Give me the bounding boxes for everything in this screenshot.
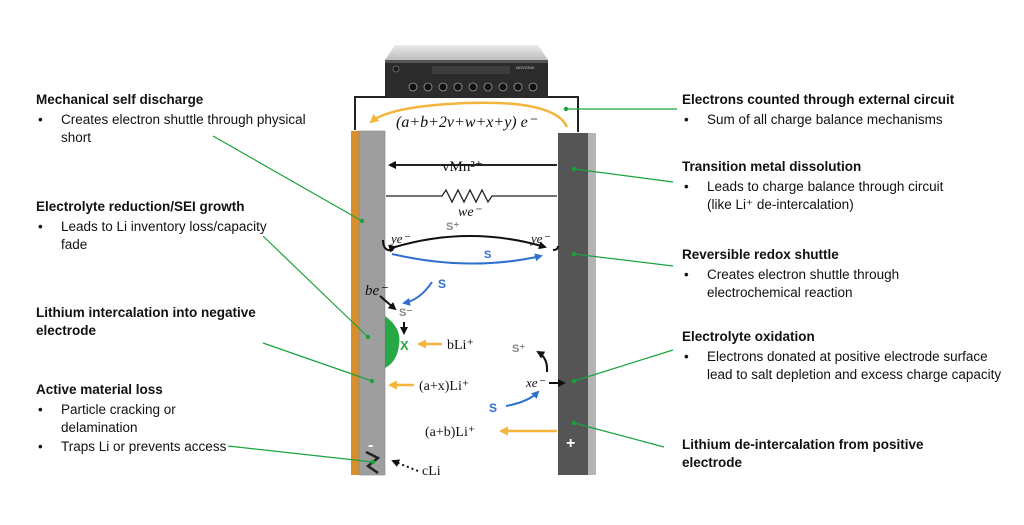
copper-current-collector [351,131,359,475]
callout-active-material-loss: Active material loss Particle cracking o… [36,381,276,456]
callout-lithium-intercalation: Lithium intercalation into negative elec… [36,304,301,340]
callout-title: Electrolyte reduction/SEI growth [36,199,245,214]
resistor-label: we⁻ [458,205,483,220]
shuttle-s-arrow [391,253,543,265]
external-electron-arrow [369,101,569,128]
s-blue-arrow-right [505,390,540,407]
shuttle-electron-arrow [388,235,547,253]
callout-bullet: Creates electron shuttle through physica… [36,111,326,147]
s-plus-right-label: S⁺ [512,343,525,355]
be-label: be⁻ [365,283,388,299]
s-minus-label: S⁻ [399,307,412,319]
callout-external-circuit: Electrons counted through external circu… [682,91,1012,129]
callout-electrolyte-oxidation: Electrolyte oxidation Electrons donated … [682,328,1012,384]
callout-title: Lithium intercalation into negative elec… [36,305,256,338]
resistor-short [386,188,557,204]
cli-label: cLi [422,464,441,479]
ye-left-label: ye⁻ [389,231,411,246]
sei-layer [385,316,400,368]
callout-transition-metal-dissolution: Transition metal dissolution Leads to ch… [682,158,1002,214]
bli-label: bLi⁺ [447,338,474,353]
aluminum-current-collector [588,133,596,475]
callout-bullet: Particle cracking or delamination [36,401,221,437]
callout-title: Transition metal dissolution [682,159,862,174]
positive-electrode [558,133,588,475]
be-arrow [379,295,397,311]
callout-title: Electrolyte oxidation [682,329,815,344]
negative-electrode [358,130,386,476]
callout-title: Electrons counted through external circu… [682,92,955,107]
s-blue-right-label: S [489,401,497,415]
s-plus-right-arrow [536,350,549,373]
s-mid-label: S [484,249,491,261]
external-circuit-wires [354,96,579,132]
s-blue-left-label: S [438,277,446,291]
battery-cycler-device: NOVONIX [385,45,548,98]
callout-mechanical-self-discharge: Mechanical self discharge Creates electr… [36,91,326,147]
callout-title: Reversible redox shuttle [682,247,839,262]
callout-bullet: Electrons donated at positive electrode … [682,348,1012,384]
s-plus-top-label: S⁺ [446,221,459,233]
device-brand: NOVONIX [516,65,535,70]
cli-arrow [391,459,419,472]
callout-bullet: Leads to Li inventory loss/capacity fade [36,218,296,254]
s-blue-arrow-left [402,281,433,306]
channel-ports [408,82,538,92]
callout-reversible-redox-shuttle: Reversible redox shuttle Creates electro… [682,246,1002,302]
minus-terminal: - [368,437,373,454]
external-current-label: (a+b+2v+w+x+y) e⁻ [396,114,538,131]
callout-title: Lithium de-intercalation from positive e… [682,437,924,470]
callout-sei-growth: Electrolyte reduction/SEI growth Leads t… [36,198,296,254]
abli-label: (a+b)Li⁺ [425,425,475,440]
xe-label: xe⁻ [525,375,546,390]
callout-bullet: Creates electron shuttle through electro… [682,266,977,302]
callout-title: Active material loss [36,382,163,397]
callout-lithium-deintercalation: Lithium de-intercalation from positive e… [682,436,942,472]
callout-bullet: Leads to charge balance through circuit … [682,178,967,214]
x-mark-label: X [400,338,409,353]
axli-label: (a+x)Li⁺ [419,379,469,394]
callout-bullet: Sum of all charge balance mechanisms [682,111,1012,129]
callout-bullet: Traps Li or prevents access [36,438,276,456]
plus-terminal: + [566,435,575,452]
mn-label: vMn²⁺ [442,159,483,175]
callout-title: Mechanical self discharge [36,92,204,107]
ye-right-label: ye⁻ [529,231,551,246]
